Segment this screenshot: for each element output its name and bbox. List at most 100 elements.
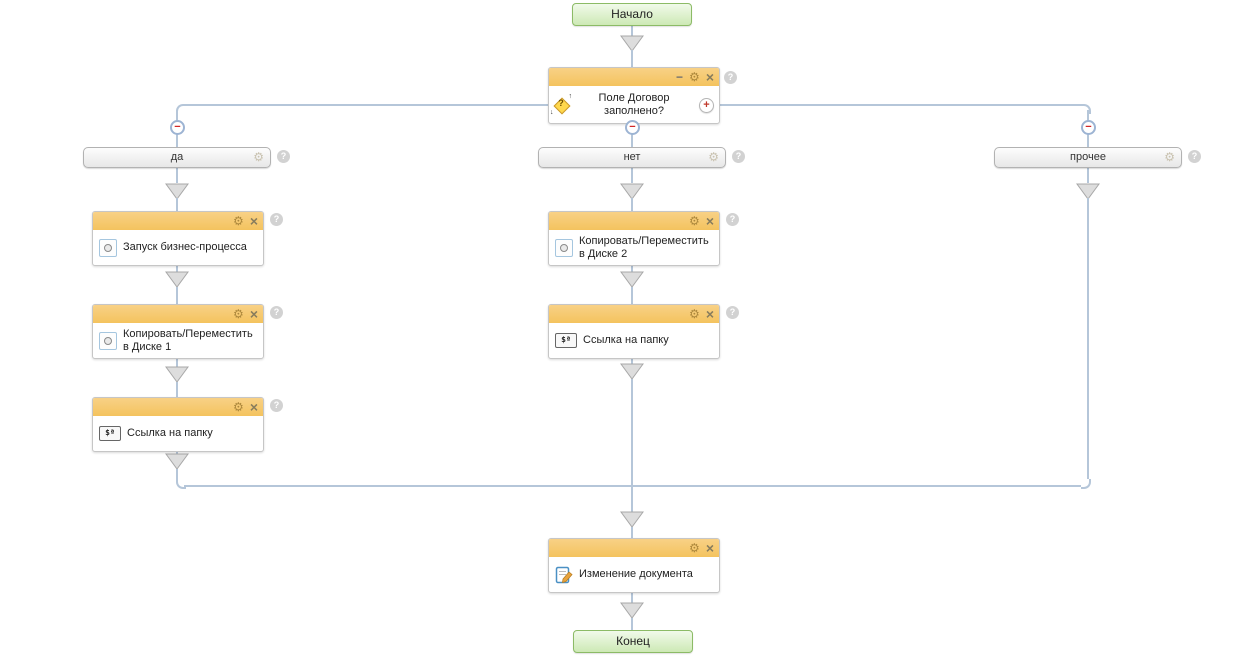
connector-corner [176,479,186,489]
collapse-branch-button[interactable]: − [170,120,185,135]
connector [631,167,633,183]
start-node[interactable]: Начало [572,3,692,26]
arrow-down-icon [620,35,644,52]
connector [631,588,633,603]
settings-gear-icon[interactable]: ⚙ [233,214,244,228]
block-title: Ссылка на папку [583,334,669,346]
activity-block-edit-document[interactable]: ⚙ × Изменение документа [548,538,720,593]
help-icon[interactable]: ? [270,399,283,412]
arrow-down-icon [620,183,644,200]
connector [631,261,633,272]
block-header: ⚙ × [93,212,263,230]
block-title: Копировать/Переместить в Диске 1 [123,327,253,353]
activity-icon [99,331,117,350]
condition-icon: ? ↓ ↑ [550,92,572,116]
arrow-down-icon [620,602,644,619]
help-icon[interactable]: ? [270,306,283,319]
activity-block-copy-disk2[interactable]: ⚙ × Копировать/Переместить в Диске 2 [548,211,720,266]
connector [631,618,633,630]
block-header: ⚙ × [93,398,263,416]
variable-icon: $ª [99,426,121,441]
end-node[interactable]: Конец [573,630,693,653]
collapse-branch-button[interactable]: − [1081,120,1096,135]
activity-block-run-bp[interactable]: ⚙ × Запуск бизнес-процесса [92,211,264,266]
connector [1087,167,1089,183]
close-icon[interactable]: × [705,69,714,85]
block-header: ⚙ × [549,212,719,230]
connector [631,50,633,67]
help-icon[interactable]: ? [726,213,739,226]
close-icon[interactable]: × [705,540,714,556]
settings-gear-icon[interactable]: ⚙ [233,307,244,321]
activity-block-folder-link-1[interactable]: ⚙ × $ª Ссылка на папку [92,397,264,452]
settings-gear-icon[interactable]: ⚙ [689,307,700,321]
connector-corner [176,104,186,114]
block-header: ⚙ × [93,305,263,323]
arrow-down-icon [620,511,644,528]
branch-other[interactable]: прочее ⚙ [994,147,1182,168]
arrow-down-icon [620,271,644,288]
connector [1087,198,1089,479]
block-header: ⚙ × [549,539,719,557]
arrow-down-icon [165,366,189,383]
settings-gear-icon[interactable]: ⚙ [689,214,700,228]
branch-label: нет [623,151,641,163]
help-icon[interactable]: ? [732,150,745,163]
condition-block[interactable]: − ⚙ × ? ↓ ↑ Поле Договор заполнено? + [548,67,720,124]
connector [631,287,633,304]
branch-label: да [170,151,184,163]
arrow-down-icon [165,271,189,288]
connector [631,24,633,36]
help-icon[interactable]: ? [726,306,739,319]
connector [631,527,633,538]
connector [631,198,633,211]
connector [631,379,633,512]
block-title: Копировать/Переместить в Диске 2 [579,234,709,260]
help-icon[interactable]: ? [270,213,283,226]
settings-gear-icon[interactable]: ⚙ [233,400,244,414]
connector [184,485,631,487]
collapse-branch-button[interactable]: − [625,120,640,135]
arrow-down-icon [165,453,189,470]
close-icon[interactable]: × [249,399,258,415]
activity-block-copy-disk1[interactable]: ⚙ × Копировать/Переместить в Диске 1 [92,304,264,359]
close-icon[interactable]: × [249,213,258,229]
edit-document-icon [555,566,573,584]
settings-gear-icon[interactable]: ⚙ [253,150,264,164]
connector [176,469,178,479]
branch-yes[interactable]: да ⚙ [83,147,271,168]
block-title: Запуск бизнес-процесса [123,241,247,253]
block-title: Ссылка на папку [127,427,213,439]
minimize-icon[interactable]: − [676,70,684,84]
connector [176,287,178,304]
variable-icon: $ª [555,333,577,348]
close-icon[interactable]: × [705,213,714,229]
settings-gear-icon[interactable]: ⚙ [1164,150,1175,164]
connector [633,485,1081,487]
help-icon[interactable]: ? [724,71,737,84]
connector [176,198,178,211]
block-title: Изменение документа [579,568,693,580]
condition-title: Поле Договор заполнено? [598,91,670,117]
add-branch-button[interactable]: + [699,97,714,113]
help-icon[interactable]: ? [1188,150,1201,163]
close-icon[interactable]: × [705,306,714,322]
block-header: ⚙ × [549,305,719,323]
settings-gear-icon[interactable]: ⚙ [689,70,700,84]
settings-gear-icon[interactable]: ⚙ [689,541,700,555]
settings-gear-icon[interactable]: ⚙ [708,150,719,164]
arrow-down-icon [165,183,189,200]
help-icon[interactable]: ? [277,150,290,163]
connector-corner [1081,104,1091,114]
connector [176,354,178,367]
activity-block-folder-link-2[interactable]: ⚙ × $ª Ссылка на папку [548,304,720,359]
arrow-down-icon [1076,183,1100,200]
close-icon[interactable]: × [249,306,258,322]
branch-no[interactable]: нет ⚙ [538,147,726,168]
connector-corner [1081,479,1091,489]
arrow-down-icon [620,363,644,380]
connector [176,382,178,397]
branch-label: прочее [1070,151,1106,163]
block-header: − ⚙ × [549,68,719,86]
